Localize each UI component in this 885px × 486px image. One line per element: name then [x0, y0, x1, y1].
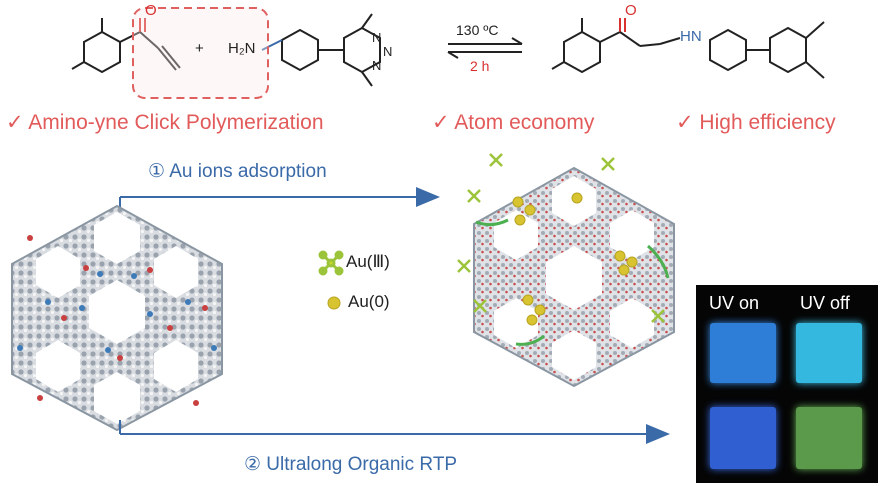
sample-uv-on-top [710, 323, 776, 383]
step1-arrow [119, 187, 440, 207]
reaction-scheme [71, 7, 825, 99]
triazine-n2: N [383, 44, 393, 59]
au0-label: Au(0) [348, 292, 390, 311]
uv-photo-panel: UV on UV off [696, 285, 878, 483]
amine-label: H₂N [228, 40, 256, 57]
cof-structure-pristine [11, 204, 223, 432]
feature-high-efficiency: ✓ High efficiency [676, 111, 836, 134]
step2-label: ② Ultralong Organic RTP [244, 454, 458, 475]
triazine-n3: N [372, 58, 382, 73]
triazine-n1: N [372, 30, 382, 45]
uv-on-label: UV on [709, 293, 760, 313]
cof-structure-au-loaded [457, 153, 675, 388]
product-oxygen: O [625, 2, 637, 19]
carbonyl-oxygen: O [145, 2, 157, 19]
time-label: 2 h [470, 58, 490, 74]
sample-uv-off-bottom [796, 407, 862, 469]
sample-uv-off-top [796, 323, 862, 383]
plus-sign: + [195, 40, 204, 57]
temperature-label: 130 ºC [456, 22, 499, 38]
step2-arrow [119, 420, 670, 444]
feature-click-polymerization: ✓ Amino-yne Click Polymerization [6, 111, 324, 134]
uv-off-label: UV off [800, 293, 850, 313]
feature-atom-economy: ✓ Atom economy [432, 111, 595, 134]
au0-icon [327, 296, 341, 310]
product-hn-label: HN [680, 28, 702, 45]
sample-uv-on-bottom [710, 407, 776, 469]
au3-label: Au(Ⅲ) [346, 252, 390, 271]
au3-icon [318, 250, 344, 276]
step1-label: ① Au ions adsorption [148, 161, 327, 182]
